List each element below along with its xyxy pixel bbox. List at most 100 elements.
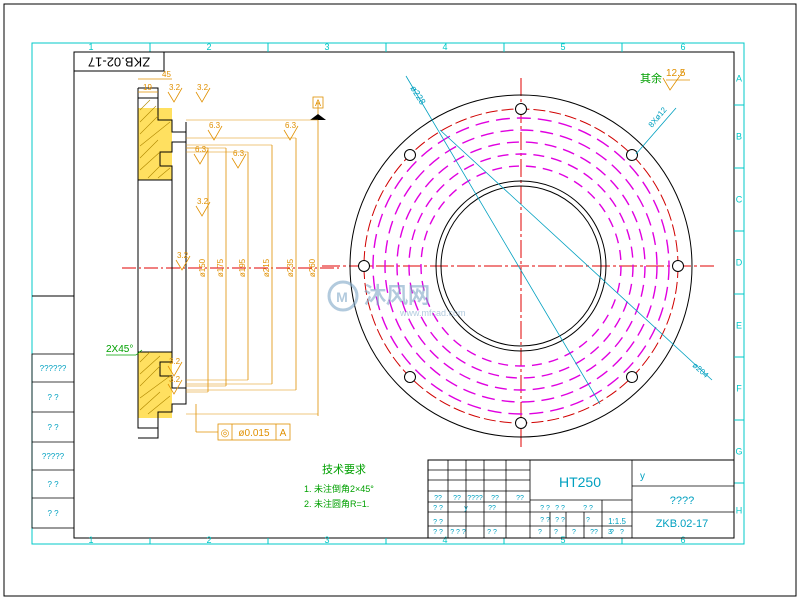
bolt-hole xyxy=(672,260,684,272)
bolt-hole xyxy=(358,260,370,272)
title-block-cell: ? ? ? xyxy=(450,529,466,536)
material: HT250 xyxy=(559,474,601,490)
diameter-label: ø215 xyxy=(262,258,271,277)
datum-box xyxy=(312,96,324,109)
zone-row: F xyxy=(736,384,742,394)
stamp-box xyxy=(73,51,165,72)
zone-row: A xyxy=(736,74,742,84)
callout-228: ø228 xyxy=(408,84,427,107)
inner-frame xyxy=(73,51,735,539)
zone-row: H xyxy=(736,506,743,516)
roughness-value: 3.2 xyxy=(169,375,181,384)
bolt-hole xyxy=(404,149,416,161)
roughness-value: 6.3 xyxy=(233,149,245,158)
title-block-cell: ? xyxy=(610,529,614,536)
title-block-cell: ? ? xyxy=(433,505,443,512)
bore-inner xyxy=(440,185,602,347)
bolt-hole xyxy=(404,371,416,383)
diameter-label: ø150 xyxy=(198,258,207,277)
left-strip-cell: ????? xyxy=(42,452,65,461)
roughness-value: 3.2 xyxy=(197,83,209,92)
callout-204: ø204 xyxy=(691,361,711,380)
left-strip-cell: ? ? xyxy=(47,393,59,402)
tolerance-datum: A xyxy=(280,428,287,439)
roughness-value: 6.3 xyxy=(209,121,221,130)
dim-width-45: 45 xyxy=(162,70,171,79)
watermark-text: 沐风网 xyxy=(364,283,430,308)
title-block-cell: ???? xyxy=(467,495,483,502)
scale: 1:1.5 xyxy=(608,517,626,526)
groove-ring xyxy=(372,117,670,415)
title-block-cell: ? xyxy=(572,529,576,536)
title-block-cell: ? xyxy=(620,529,624,536)
zone-row: C xyxy=(736,195,743,205)
title-block-cell: ?? xyxy=(516,495,524,502)
notes-title: 技术要求 xyxy=(322,463,366,476)
tolerance-frame xyxy=(217,423,291,441)
title-block-cell: ?? xyxy=(434,495,442,502)
roughness-note-value: 12.5 xyxy=(666,68,686,79)
drawing-number-stamp: ZKB.02-17 xyxy=(88,55,150,70)
zone-col-top: 5 xyxy=(560,42,565,52)
groove-ring xyxy=(420,165,622,367)
title-block-cell: ? ? xyxy=(555,517,565,524)
title-block: HT250 y ???? ZKB.02-17 1:1.5 ???????????… xyxy=(427,459,735,539)
title-block-cell: ? ? xyxy=(487,529,497,536)
roughness-value: 6.3 xyxy=(285,121,297,130)
roughness-value: 3.2 xyxy=(169,357,181,366)
title-drawing-number: ZKB.02-17 xyxy=(656,518,709,530)
zone-col-top: 1 xyxy=(88,42,93,52)
bolt-hole xyxy=(515,103,527,115)
dim-width-19: 19 xyxy=(143,83,152,92)
title-top-right: y xyxy=(640,471,645,482)
watermark-url: www.mfcad.com xyxy=(399,308,466,318)
groove-ring xyxy=(396,141,646,391)
title-block-cell: ? xyxy=(586,517,590,524)
diameter-label: ø260 xyxy=(308,258,317,277)
roughness-value: 3.2 xyxy=(177,251,189,260)
outer-rim xyxy=(349,94,693,438)
title-block-cell: ?? xyxy=(488,505,496,512)
note-1: 1. 未注倒角2×45° xyxy=(304,483,374,494)
title-block-cell: ? ? xyxy=(555,505,565,512)
bore-outer xyxy=(435,180,607,352)
title-block-cell: ? ? xyxy=(540,517,550,524)
hatch-lines-lower xyxy=(139,351,171,415)
roughness-value: 6.3 xyxy=(195,145,207,154)
chamfer-label: 2X45° xyxy=(106,344,133,355)
roughness-value: 3.2 xyxy=(197,197,209,206)
note-2: 2. 未注圆角R=1. xyxy=(304,498,369,509)
sheet-edge xyxy=(3,3,797,597)
bolt-hole xyxy=(626,149,638,161)
title-block-frame xyxy=(427,459,735,539)
diameter-label: ø175 xyxy=(216,258,225,277)
title-block-cell: ?? xyxy=(491,495,499,502)
title-block-cell: ?? xyxy=(590,529,598,536)
diameter-label: ø195 xyxy=(238,258,247,277)
title-block-cell: ? ? xyxy=(433,529,443,536)
title-block-cell: ? ? xyxy=(433,519,443,526)
leader-228 xyxy=(405,75,601,405)
zone-col-top: 3 xyxy=(324,42,329,52)
groove-ring xyxy=(384,129,658,403)
roughness-note-label: 其余 xyxy=(640,71,662,85)
zone-col-bottom: 2 xyxy=(206,535,211,545)
left-strip-table: ??????? ?? ??????? ?? ? xyxy=(31,353,75,529)
title-block-cell: ? ? xyxy=(583,505,593,512)
zone-grid xyxy=(149,43,744,544)
title-block-cell: 3 xyxy=(608,529,612,536)
zone-col-bottom: 4 xyxy=(442,535,447,545)
plan-view: ø228 8Xø12 ø204 其余 12.5 xyxy=(322,68,714,448)
title-block-cell: ? xyxy=(538,529,542,536)
zone-row: B xyxy=(736,132,742,142)
zone-col-bottom: 1 xyxy=(88,535,93,545)
zone-col-bottom: 3 xyxy=(324,535,329,545)
left-strip-cell: ?????? xyxy=(40,364,67,373)
left-strip-cell: ? ? xyxy=(47,423,59,432)
bolt-hole xyxy=(626,371,638,383)
leader-204 xyxy=(439,129,713,381)
zone-row: D xyxy=(736,258,743,268)
callout-holes: 8Xø12 xyxy=(647,105,669,129)
